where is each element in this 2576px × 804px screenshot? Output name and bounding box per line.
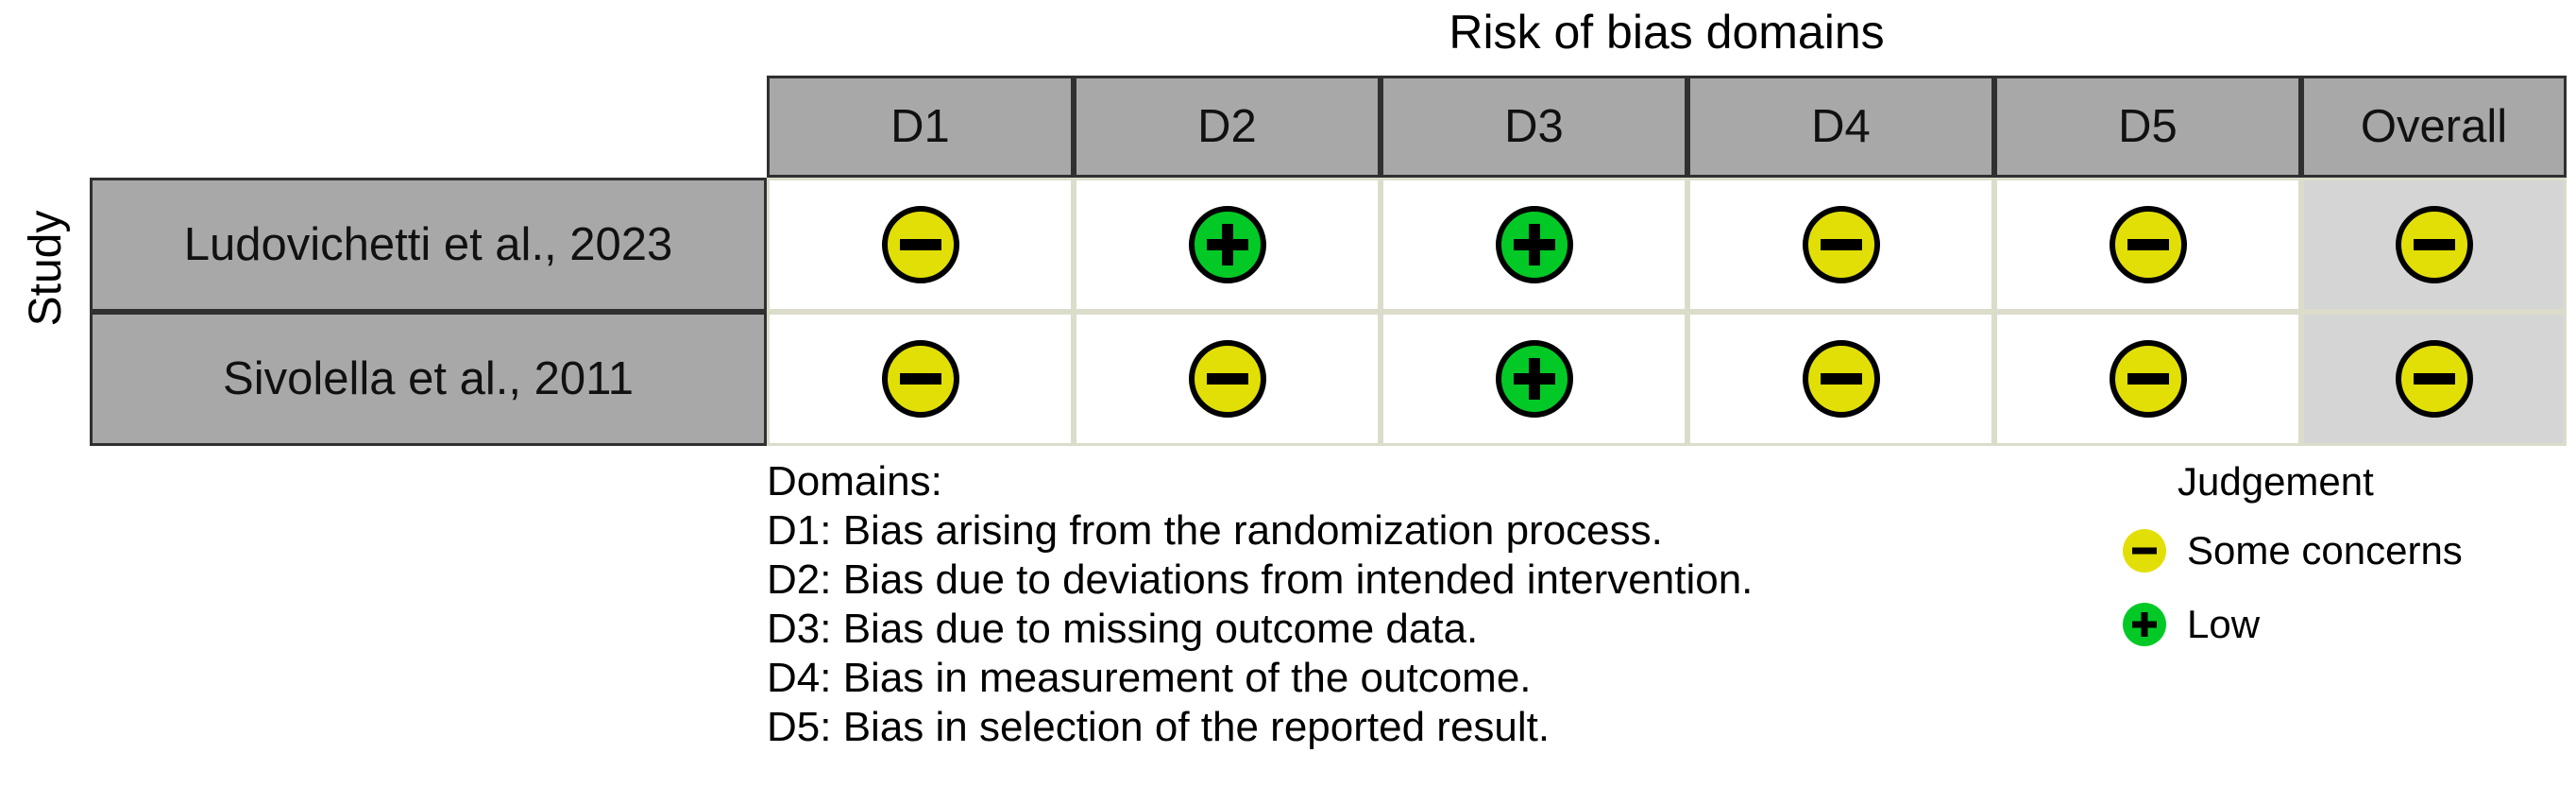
judgement-cell-d1[interactable] [767,312,1074,446]
column-header-label: Overall [2360,101,2508,152]
y-axis-label-study: Study [21,210,71,327]
judgement-icon-some-concerns [1802,206,1880,283]
judgement-icon-some-concerns [1188,340,1266,418]
judgement-cell-d3[interactable] [1381,312,1687,446]
judgement-icon-some-concerns [2395,206,2473,283]
judgement-cell-d4[interactable] [1687,312,1994,446]
judgement-cell-overall[interactable] [2301,178,2567,312]
column-header-d5[interactable]: D5 [1994,76,2301,178]
domain-description-d4: D4: Bias in measurement of the outcome. [767,655,1532,701]
legend-title: Judgement [2178,459,2374,504]
judgement-icon-low [1495,206,1573,283]
table-row: Ludovichetti et al., 2023 [90,178,2567,312]
table-header-row: D1 D2 D3 D4 D5 Overall [767,76,2567,178]
judgement-icon-some-concerns [2395,340,2473,418]
study-label-cell[interactable]: Sivolella et al., 2011 [90,312,767,446]
column-header-d4[interactable]: D4 [1687,76,1994,178]
judgement-cell-d2[interactable] [1074,312,1381,446]
judgement-icon-some-concerns [2109,206,2187,283]
legend-item-low: Low [2123,593,2576,656]
judgement-cell-d4[interactable] [1687,178,1994,312]
legend-item-some-concerns: Some concerns [2123,520,2576,582]
column-header-label: D4 [1811,101,1871,152]
domains-caption-heading: Domains: [767,458,942,505]
study-label-cell[interactable]: Ludovichetti et al., 2023 [90,178,767,312]
judgement-icon-low [1188,206,1266,283]
column-header-label: D2 [1197,101,1257,152]
judgement-cell-overall[interactable] [2301,312,2567,446]
domain-description-d5: D5: Bias in selection of the reported re… [767,704,1551,750]
column-header-d1[interactable]: D1 [767,76,1074,178]
domain-description-d1: D1: Bias arising from the randomization … [767,507,1663,554]
column-header-d3[interactable]: D3 [1381,76,1687,178]
judgement-cell-d1[interactable] [767,178,1074,312]
table-row: Sivolella et al., 2011 [90,312,2567,446]
judgement-icon-some-concerns [881,206,959,283]
judgement-icon-low [2123,603,2166,646]
column-header-label: D1 [890,101,950,152]
domain-description-d3: D3: Bias due to missing outcome data. [767,606,1479,652]
judgement-icon-low [1495,340,1573,418]
domain-description-d2: D2: Bias due to deviations from intended… [767,556,1754,603]
legend-item-label: Some concerns [2187,528,2463,573]
column-header-label: D5 [2118,101,2178,152]
study-label: Ludovichetti et al., 2023 [183,219,673,270]
judgement-icon-some-concerns [881,340,959,418]
page-title: Risk of bias domains [1449,6,1885,59]
judgement-cell-d2[interactable] [1074,178,1381,312]
study-label: Sivolella et al., 2011 [223,353,634,404]
column-header-overall[interactable]: Overall [2301,76,2567,178]
judgement-icon-some-concerns [2123,529,2166,573]
judgement-icon-some-concerns [2109,340,2187,418]
judgement-cell-d3[interactable] [1381,178,1687,312]
risk-of-bias-table: D1 D2 D3 D4 D5 Overall Ludovichetti et a… [90,76,2567,446]
column-header-d2[interactable]: D2 [1074,76,1381,178]
judgement-cell-d5[interactable] [1994,178,2301,312]
judgement-cell-d5[interactable] [1994,312,2301,446]
legend-item-label: Low [2187,602,2261,646]
domains-caption: Domains: D1: Bias arising from the rando… [767,457,1753,752]
judgement-icon-some-concerns [1802,340,1880,418]
column-header-label: D3 [1504,101,1564,152]
